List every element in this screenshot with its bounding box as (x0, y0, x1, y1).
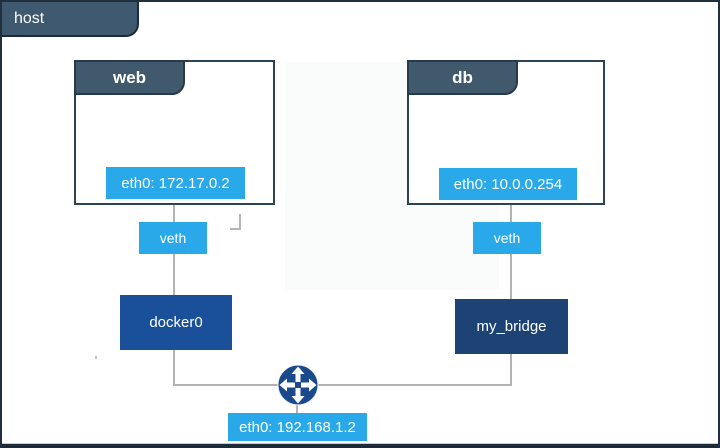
container-web: web (74, 60, 275, 205)
faint-corner-artifact (230, 214, 241, 230)
host-eth0-label: eth0: 192.168.1.2 (228, 413, 367, 441)
router-icon (277, 364, 319, 406)
web-eth0-text: eth0: 172.17.0.2 (121, 174, 230, 192)
container-db-title: db (452, 67, 473, 87)
line-db-to-veth (510, 200, 512, 222)
host-bottom-border (2, 443, 718, 448)
line-veth-to-docker0 (173, 254, 175, 295)
container-web-title: web (112, 67, 147, 87)
veth-right-label: veth (473, 222, 541, 254)
line-mybridge-to-bus (510, 354, 512, 385)
veth-left-text: veth (159, 230, 187, 246)
db-eth0-label: eth0: 10.0.0.254 (439, 168, 577, 200)
db-eth0-text: eth0: 10.0.0.254 (453, 175, 563, 193)
faint-dot-artifact (95, 356, 97, 359)
line-docker0-to-bus (173, 350, 175, 385)
web-eth0-label: eth0: 172.17.0.2 (106, 167, 245, 199)
veth-left-label: veth (139, 222, 207, 254)
bridge-my-bridge-text: my_bridge (476, 318, 547, 335)
line-host-bus (173, 384, 512, 386)
bridge-docker0: docker0 (120, 295, 232, 350)
container-db-title-tab: db (407, 60, 518, 95)
bridge-docker0-text: docker0 (149, 314, 203, 331)
line-router-to-eth0 (296, 402, 298, 413)
host-label-tab: host (2, 2, 139, 37)
host-label: host (14, 9, 45, 27)
line-web-to-veth (173, 199, 175, 222)
line-veth-to-mybridge (510, 254, 512, 299)
veth-right-text: veth (493, 230, 521, 246)
container-web-title-tab: web (74, 60, 185, 95)
bridge-my-bridge: my_bridge (455, 299, 568, 354)
host-eth0-text: eth0: 192.168.1.2 (239, 418, 356, 436)
